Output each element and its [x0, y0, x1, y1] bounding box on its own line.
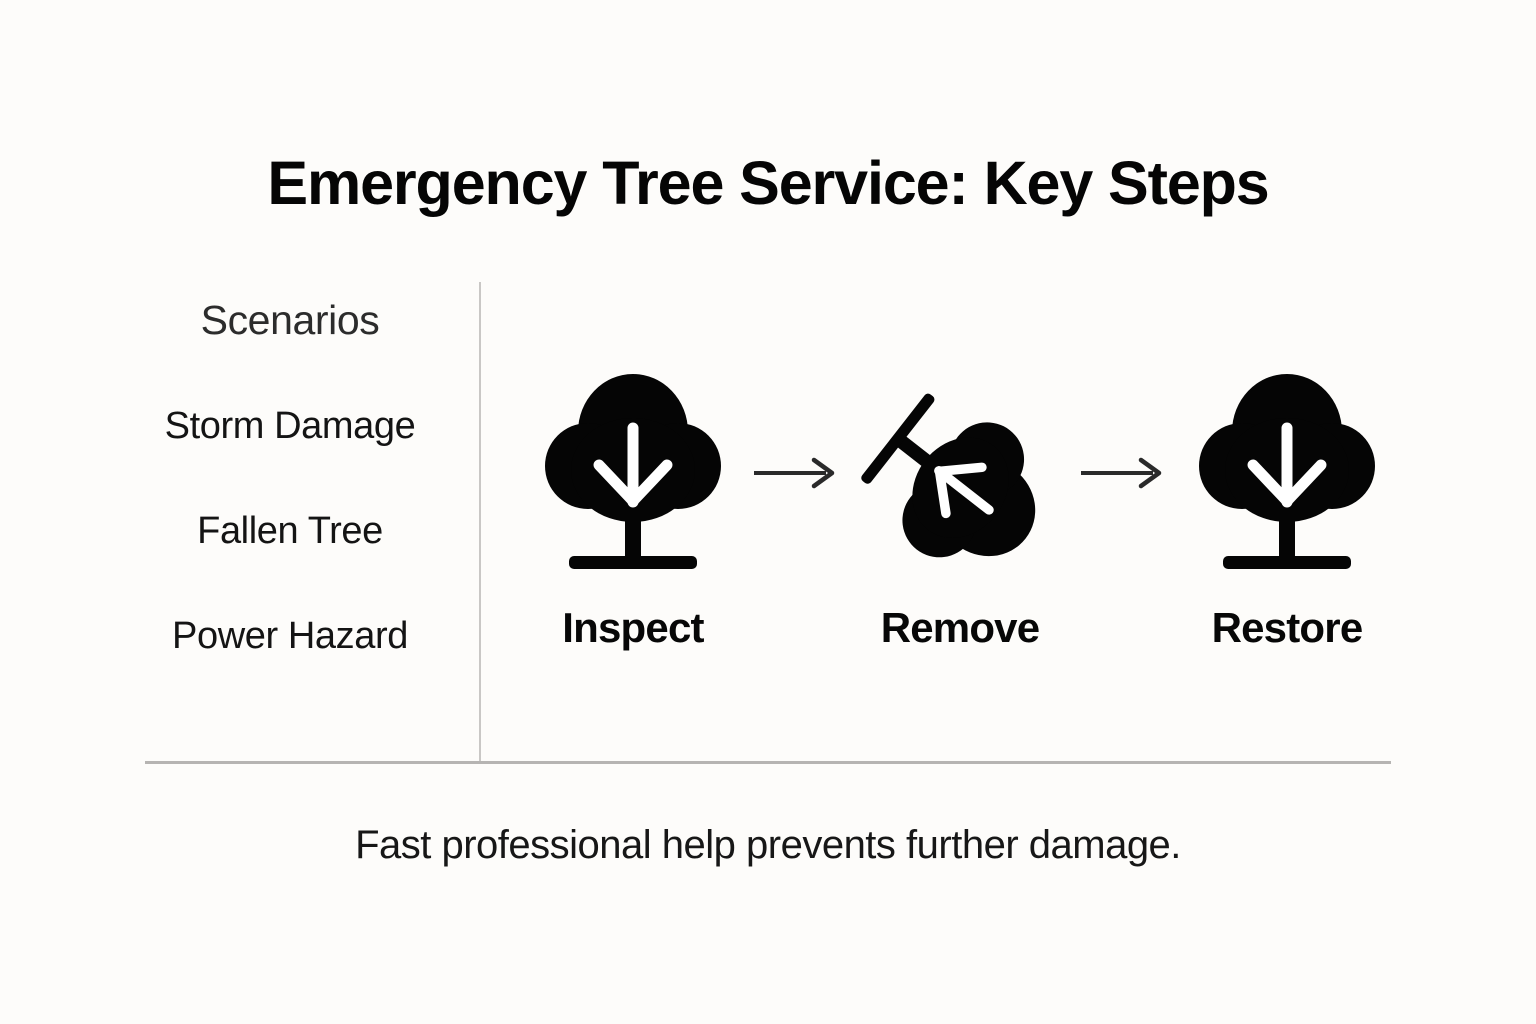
process-steps: Inspect — [520, 360, 1400, 680]
tree-upright-icon-2 — [1187, 360, 1387, 585]
horizontal-divider — [145, 761, 1391, 764]
arrow-right-icon-1 — [741, 360, 853, 585]
footer-caption: Fast professional help prevents further … — [355, 823, 1181, 867]
sidebar-item-power-hazard[interactable]: Power Hazard — [172, 615, 408, 657]
tree-upright-icon — [533, 360, 733, 585]
page-title: Emergency Tree Service: Key Steps — [267, 148, 1269, 217]
step-inspect[interactable]: Inspect — [526, 360, 741, 649]
tree-fallen-icon — [860, 360, 1060, 585]
step-remove[interactable]: Remove — [853, 360, 1068, 649]
scenarios-column: Scenarios Storm Damage Fallen Tree Power… — [110, 297, 470, 657]
step-restore[interactable]: Restore — [1180, 360, 1395, 649]
sidebar-item-storm-damage[interactable]: Storm Damage — [164, 405, 416, 447]
arrow-right-icon-2 — [1068, 360, 1180, 585]
step-label-restore: Restore — [1211, 604, 1364, 651]
scenarios-heading: Scenarios — [200, 297, 380, 343]
vertical-divider — [479, 282, 481, 762]
step-label-remove: Remove — [880, 604, 1040, 651]
step-label-inspect: Inspect — [562, 604, 704, 651]
sidebar-item-fallen-tree[interactable]: Fallen Tree — [197, 510, 383, 552]
